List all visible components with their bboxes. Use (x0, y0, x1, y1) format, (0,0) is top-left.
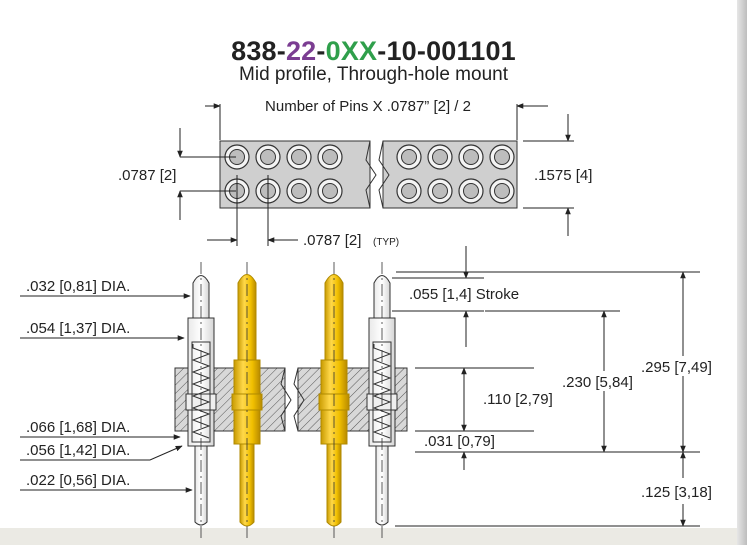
tail-dia-label: .022 [0,56] DIA. (26, 472, 130, 489)
collar-dia-label: .066 [1,68] DIA. (26, 419, 130, 436)
part-series: 22 (285, 36, 317, 66)
tip-dia-label: .032 [0,81] DIA. (26, 278, 130, 295)
col-pitch-label: .0787 [2] (303, 232, 361, 249)
part-prefix: 838- (231, 36, 286, 66)
pin-hole-inner (463, 149, 479, 165)
insulator-label: .110 [2,79] (483, 391, 553, 408)
pin-spring (372, 344, 392, 439)
edge-stripe (737, 0, 747, 545)
side-view: .032 [0,81] DIA. .054 [1,37] DIA. .066 [… (20, 246, 734, 540)
standoff-label: .031 [0,79] (424, 433, 495, 450)
dim125-label-bg (640, 481, 734, 501)
part-dash: - (316, 36, 326, 66)
subtitle: Mid profile, Through-hole mount (239, 64, 508, 85)
break-line-left (365, 140, 377, 209)
pin-hole-inner (401, 149, 417, 165)
pin-hole-inner (432, 183, 448, 199)
width-label: Number of Pins X .0787” [2] / 2 (265, 98, 471, 115)
pin-holes (224, 144, 515, 204)
pin-plunger (373, 275, 391, 319)
footer-band (0, 528, 747, 545)
pin-hole-inner (322, 183, 338, 199)
pin-hole-inner (401, 183, 417, 199)
pin-hole-inner (494, 183, 510, 199)
dim295-label-bg (640, 356, 734, 376)
pin-spring (191, 344, 211, 439)
title-block: 838-22-0XX-10-001101 Mid profile, Throug… (0, 36, 747, 85)
pin-plunger (192, 275, 210, 319)
pin-hole-inner (291, 183, 307, 199)
dim230-label-bg (560, 371, 650, 391)
pin-hole-inner (463, 183, 479, 199)
dim295-label: .295 [7,49] (641, 359, 712, 376)
row-pitch-label: .0787 [2] (118, 167, 176, 184)
side-break-right (293, 367, 305, 432)
pin-hole-inner (494, 149, 510, 165)
pin-hole-inner (322, 149, 338, 165)
side-break-left (280, 367, 292, 432)
part-pins: 0XX (325, 36, 378, 66)
lower-dia-label: .056 [1,42] DIA. (26, 442, 130, 459)
pin-hole-inner (291, 149, 307, 165)
barrel-dia-label: .054 [1,37] DIA. (26, 320, 130, 337)
dim125-label: .125 [3,18] (641, 484, 712, 501)
top-view: Number of Pins X .0787” [2] / 2 .0787 [2… (118, 98, 592, 249)
lower-leader (20, 445, 183, 461)
stroke-label: .055 [1,4] Stroke (409, 286, 519, 303)
dim230-label: .230 [5,84] (562, 374, 633, 391)
pins (185, 262, 398, 540)
height-label: .1575 [4] (534, 167, 592, 184)
pin-hole-inner (432, 149, 448, 165)
typ-label: (TYP) (373, 237, 399, 248)
break-line-right (378, 140, 390, 209)
pin-hole-inner (260, 149, 276, 165)
part-suffix: -10-001101 (377, 36, 516, 66)
part-number: 838-22-0XX-10-001101 (0, 36, 747, 66)
